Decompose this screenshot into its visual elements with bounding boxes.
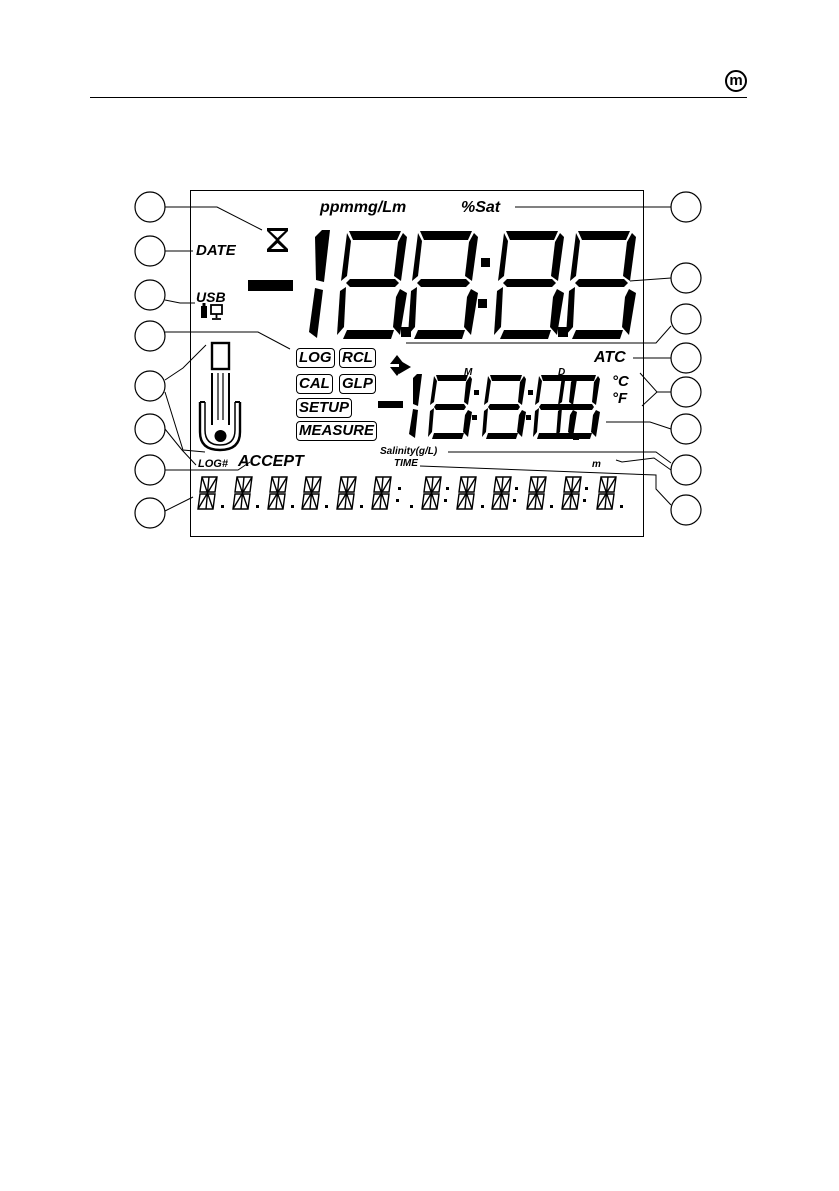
secondary-digit-display bbox=[409, 374, 600, 440]
callout-left-3 bbox=[135, 280, 165, 310]
main-digit-4 bbox=[494, 231, 564, 339]
main-digit-3 bbox=[408, 231, 478, 339]
callout-left-1 bbox=[135, 192, 165, 222]
callout-left-4 bbox=[135, 321, 165, 351]
callout-right-5 bbox=[671, 377, 701, 407]
segment-cell-2 bbox=[233, 477, 252, 509]
secondary-digit-5 bbox=[556, 375, 600, 439]
segment-cell-10 bbox=[527, 477, 546, 509]
segment-cell-1 bbox=[198, 477, 217, 509]
callout-right-4 bbox=[671, 343, 701, 373]
secondary-digit-3 bbox=[482, 375, 526, 439]
segment-cell-3 bbox=[268, 477, 287, 509]
secondary-colon-bottom bbox=[472, 415, 477, 420]
callout-left-5 bbox=[135, 371, 165, 401]
callout-right-3 bbox=[671, 304, 701, 334]
callout-left-2 bbox=[135, 236, 165, 266]
main-minus-sign bbox=[248, 280, 293, 291]
main-colon-bottom bbox=[478, 299, 487, 308]
main-digit-display bbox=[309, 230, 636, 339]
main-digit-2 bbox=[337, 231, 407, 339]
callout-right-1 bbox=[671, 192, 701, 222]
main-digit-1-top bbox=[315, 230, 330, 282]
callout-right-7 bbox=[671, 455, 701, 485]
arrow-indicators-icon bbox=[390, 355, 411, 376]
callout-left-6 bbox=[135, 414, 165, 444]
secondary-digit-1-bottom bbox=[409, 409, 418, 438]
secondary-colon-top bbox=[474, 390, 479, 395]
main-colon-top bbox=[481, 258, 490, 267]
secondary-digit-2 bbox=[428, 375, 472, 439]
secondary-colon-top-2 bbox=[528, 390, 533, 395]
segment-cell-4 bbox=[302, 477, 321, 509]
electrode-bulb-icon bbox=[215, 430, 227, 442]
segment-cell-9 bbox=[492, 477, 511, 509]
callout-left-7 bbox=[135, 455, 165, 485]
segment-cell-6 bbox=[372, 477, 391, 509]
segment-cell-5 bbox=[337, 477, 356, 509]
main-digit-5 bbox=[566, 231, 636, 339]
callout-right-6 bbox=[671, 414, 701, 444]
segment-cell-11 bbox=[562, 477, 581, 509]
segment-cell-7 bbox=[422, 477, 441, 509]
usb-stick-icon bbox=[201, 303, 207, 318]
alphanumeric-segment-row bbox=[198, 477, 616, 509]
secondary-digit-1-top bbox=[413, 374, 422, 406]
callout-right-2 bbox=[671, 263, 701, 293]
monitor-icon bbox=[211, 305, 222, 319]
callout-left-8 bbox=[135, 498, 165, 528]
segment-cell-12 bbox=[597, 477, 616, 509]
segment-cell-8 bbox=[457, 477, 476, 509]
hourglass-icon bbox=[267, 228, 288, 252]
main-digit-1-bottom bbox=[309, 288, 323, 338]
secondary-minus-sign bbox=[378, 401, 403, 408]
callout-right-8 bbox=[671, 495, 701, 525]
secondary-colon-bottom-2 bbox=[526, 415, 531, 420]
